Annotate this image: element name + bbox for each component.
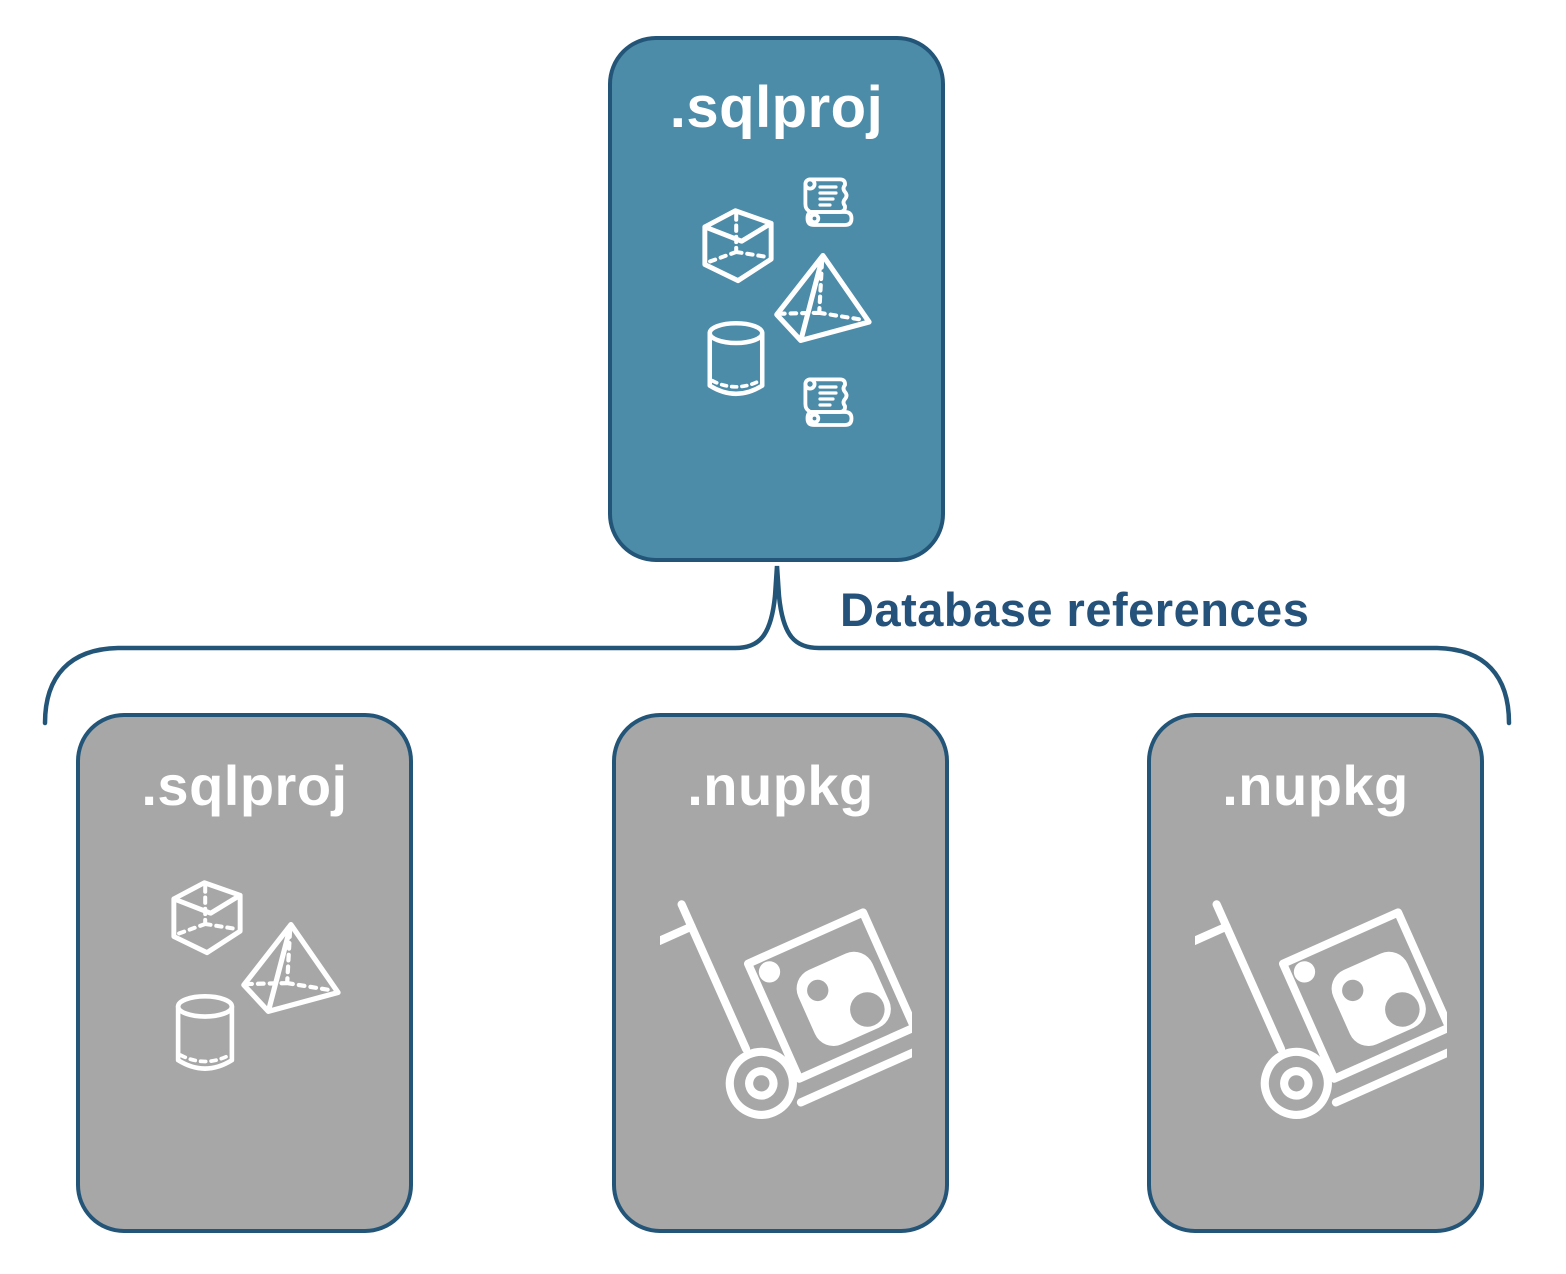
node-nupkg-child-1: .nupkg — [612, 713, 949, 1233]
cylinder-icon — [702, 320, 770, 402]
node-nupkg-child-2: .nupkg — [1147, 713, 1484, 1233]
node-title: .nupkg — [687, 754, 874, 817]
scroll-icon — [795, 172, 855, 230]
node-title: .nupkg — [1222, 754, 1409, 817]
pyramid-icon — [770, 250, 874, 346]
node-sqlproj-root: .sqlproj — [608, 36, 945, 562]
node-title: .sqlproj — [669, 75, 884, 140]
cylinder-icon — [170, 993, 240, 1077]
node-title: .sqlproj — [141, 754, 348, 817]
nuget-package-dolly-icon — [660, 857, 912, 1121]
connector-label: Database references — [840, 583, 1310, 636]
pyramid-icon — [238, 919, 342, 1017]
scroll-icon — [795, 372, 855, 430]
node-sqlproj-child: .sqlproj — [76, 713, 413, 1233]
nuget-package-dolly-icon — [1195, 857, 1447, 1121]
